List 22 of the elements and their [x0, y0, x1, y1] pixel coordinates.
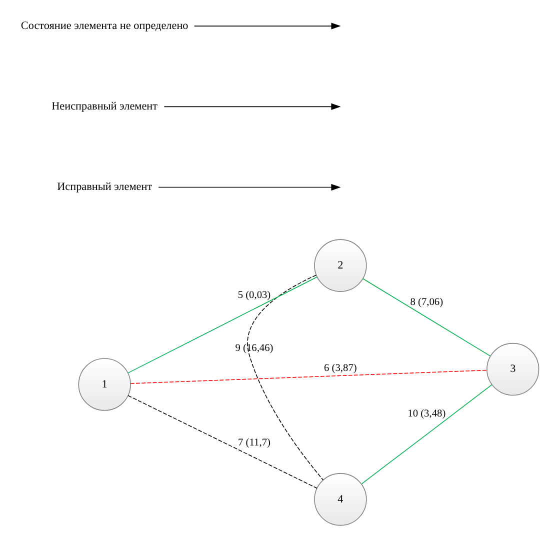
- connector: [247, 274, 324, 480]
- connector: [128, 276, 318, 374]
- node-circle: 4: [314, 473, 367, 526]
- edge-label: 10 (3,48): [408, 408, 446, 420]
- node-circle: 1: [78, 358, 131, 411]
- connector: [362, 278, 491, 356]
- node-text: Исправный элемент: [57, 181, 152, 194]
- node-text: Неисправный элемент: [52, 100, 158, 113]
- arrow: [158, 184, 341, 191]
- node-text: Состояние элемента не определено: [20, 20, 188, 32]
- connector: [128, 395, 318, 489]
- edge-label: 9 (16,46): [235, 343, 274, 354]
- arrow: [164, 103, 341, 110]
- connector: [361, 384, 492, 484]
- node-circle: 3: [486, 342, 540, 396]
- arrow: [194, 22, 341, 30]
- connector: [130, 370, 488, 384]
- edge-label: 8 (7,06): [410, 296, 444, 308]
- node-circle: 2: [314, 239, 367, 292]
- edge-label: 6 (3,87): [324, 363, 357, 374]
- edge-label: 7 (11,7): [238, 437, 270, 448]
- edge-label: 5 (0,03): [238, 290, 271, 301]
